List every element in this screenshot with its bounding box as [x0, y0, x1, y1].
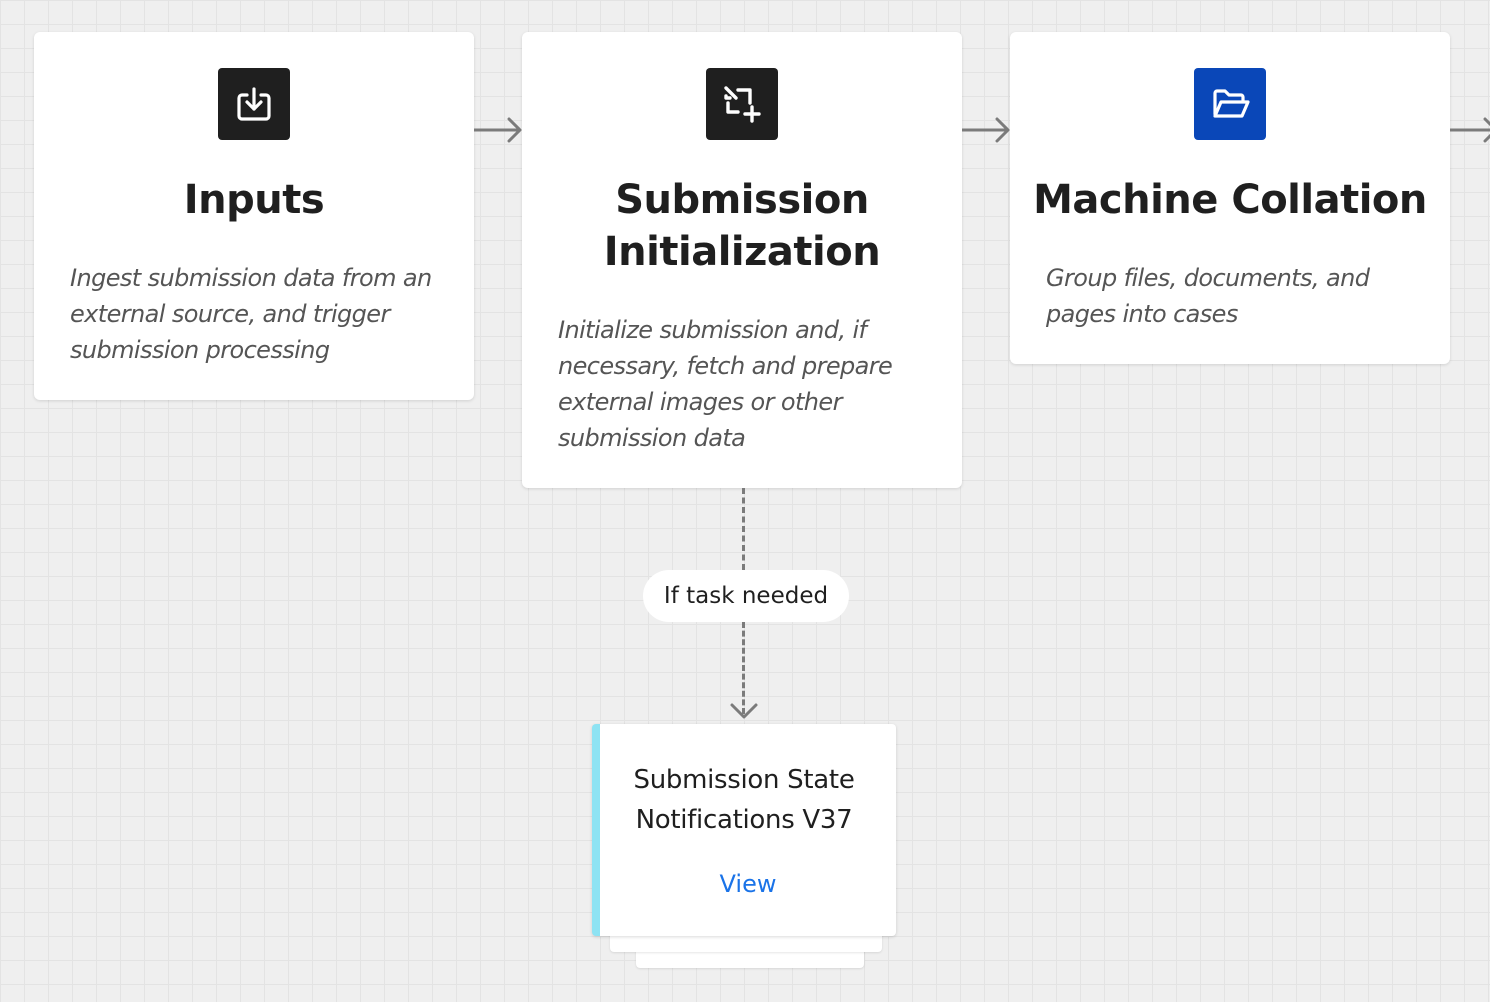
step-description: Ingest submission data from an external … — [70, 264, 432, 364]
step-card-submission-initialization[interactable]: Submission Initialization Initialize sub… — [522, 32, 962, 488]
inputs-icon-tile — [218, 68, 290, 140]
step-card-inputs[interactable]: Inputs Ingest submission data from an ex… — [34, 32, 474, 400]
task-card[interactable]: Submission State Notifications V37 View — [592, 724, 896, 936]
branch-condition-label: If task needed — [643, 570, 849, 622]
step-description: Group files, documents, and pages into c… — [1046, 264, 1370, 328]
step-title: Submission Initialization — [603, 177, 881, 275]
init-icon-tile — [706, 68, 778, 140]
chevron-down-icon — [730, 703, 758, 719]
view-task-link[interactable]: View — [719, 870, 777, 898]
step-card-machine-collation[interactable]: Machine Collation Group files, documents… — [1010, 32, 1450, 364]
step-description: Initialize submission and, if necessary,… — [558, 316, 893, 452]
flow-arrow — [962, 117, 1010, 143]
step-title: Machine Collation — [1033, 177, 1427, 223]
flow-arrow — [1450, 117, 1490, 143]
step-title: Inputs — [183, 177, 325, 223]
folder-open-icon — [1213, 89, 1250, 118]
branch-connector-top — [742, 488, 745, 570]
crop-add-icon — [724, 86, 761, 123]
flow-arrow — [474, 117, 522, 143]
download-tray-icon — [237, 87, 271, 121]
task-title: Submission State Notifications V37 — [633, 765, 855, 835]
branch-connector-bottom — [742, 622, 745, 714]
collation-icon-tile — [1194, 68, 1266, 140]
